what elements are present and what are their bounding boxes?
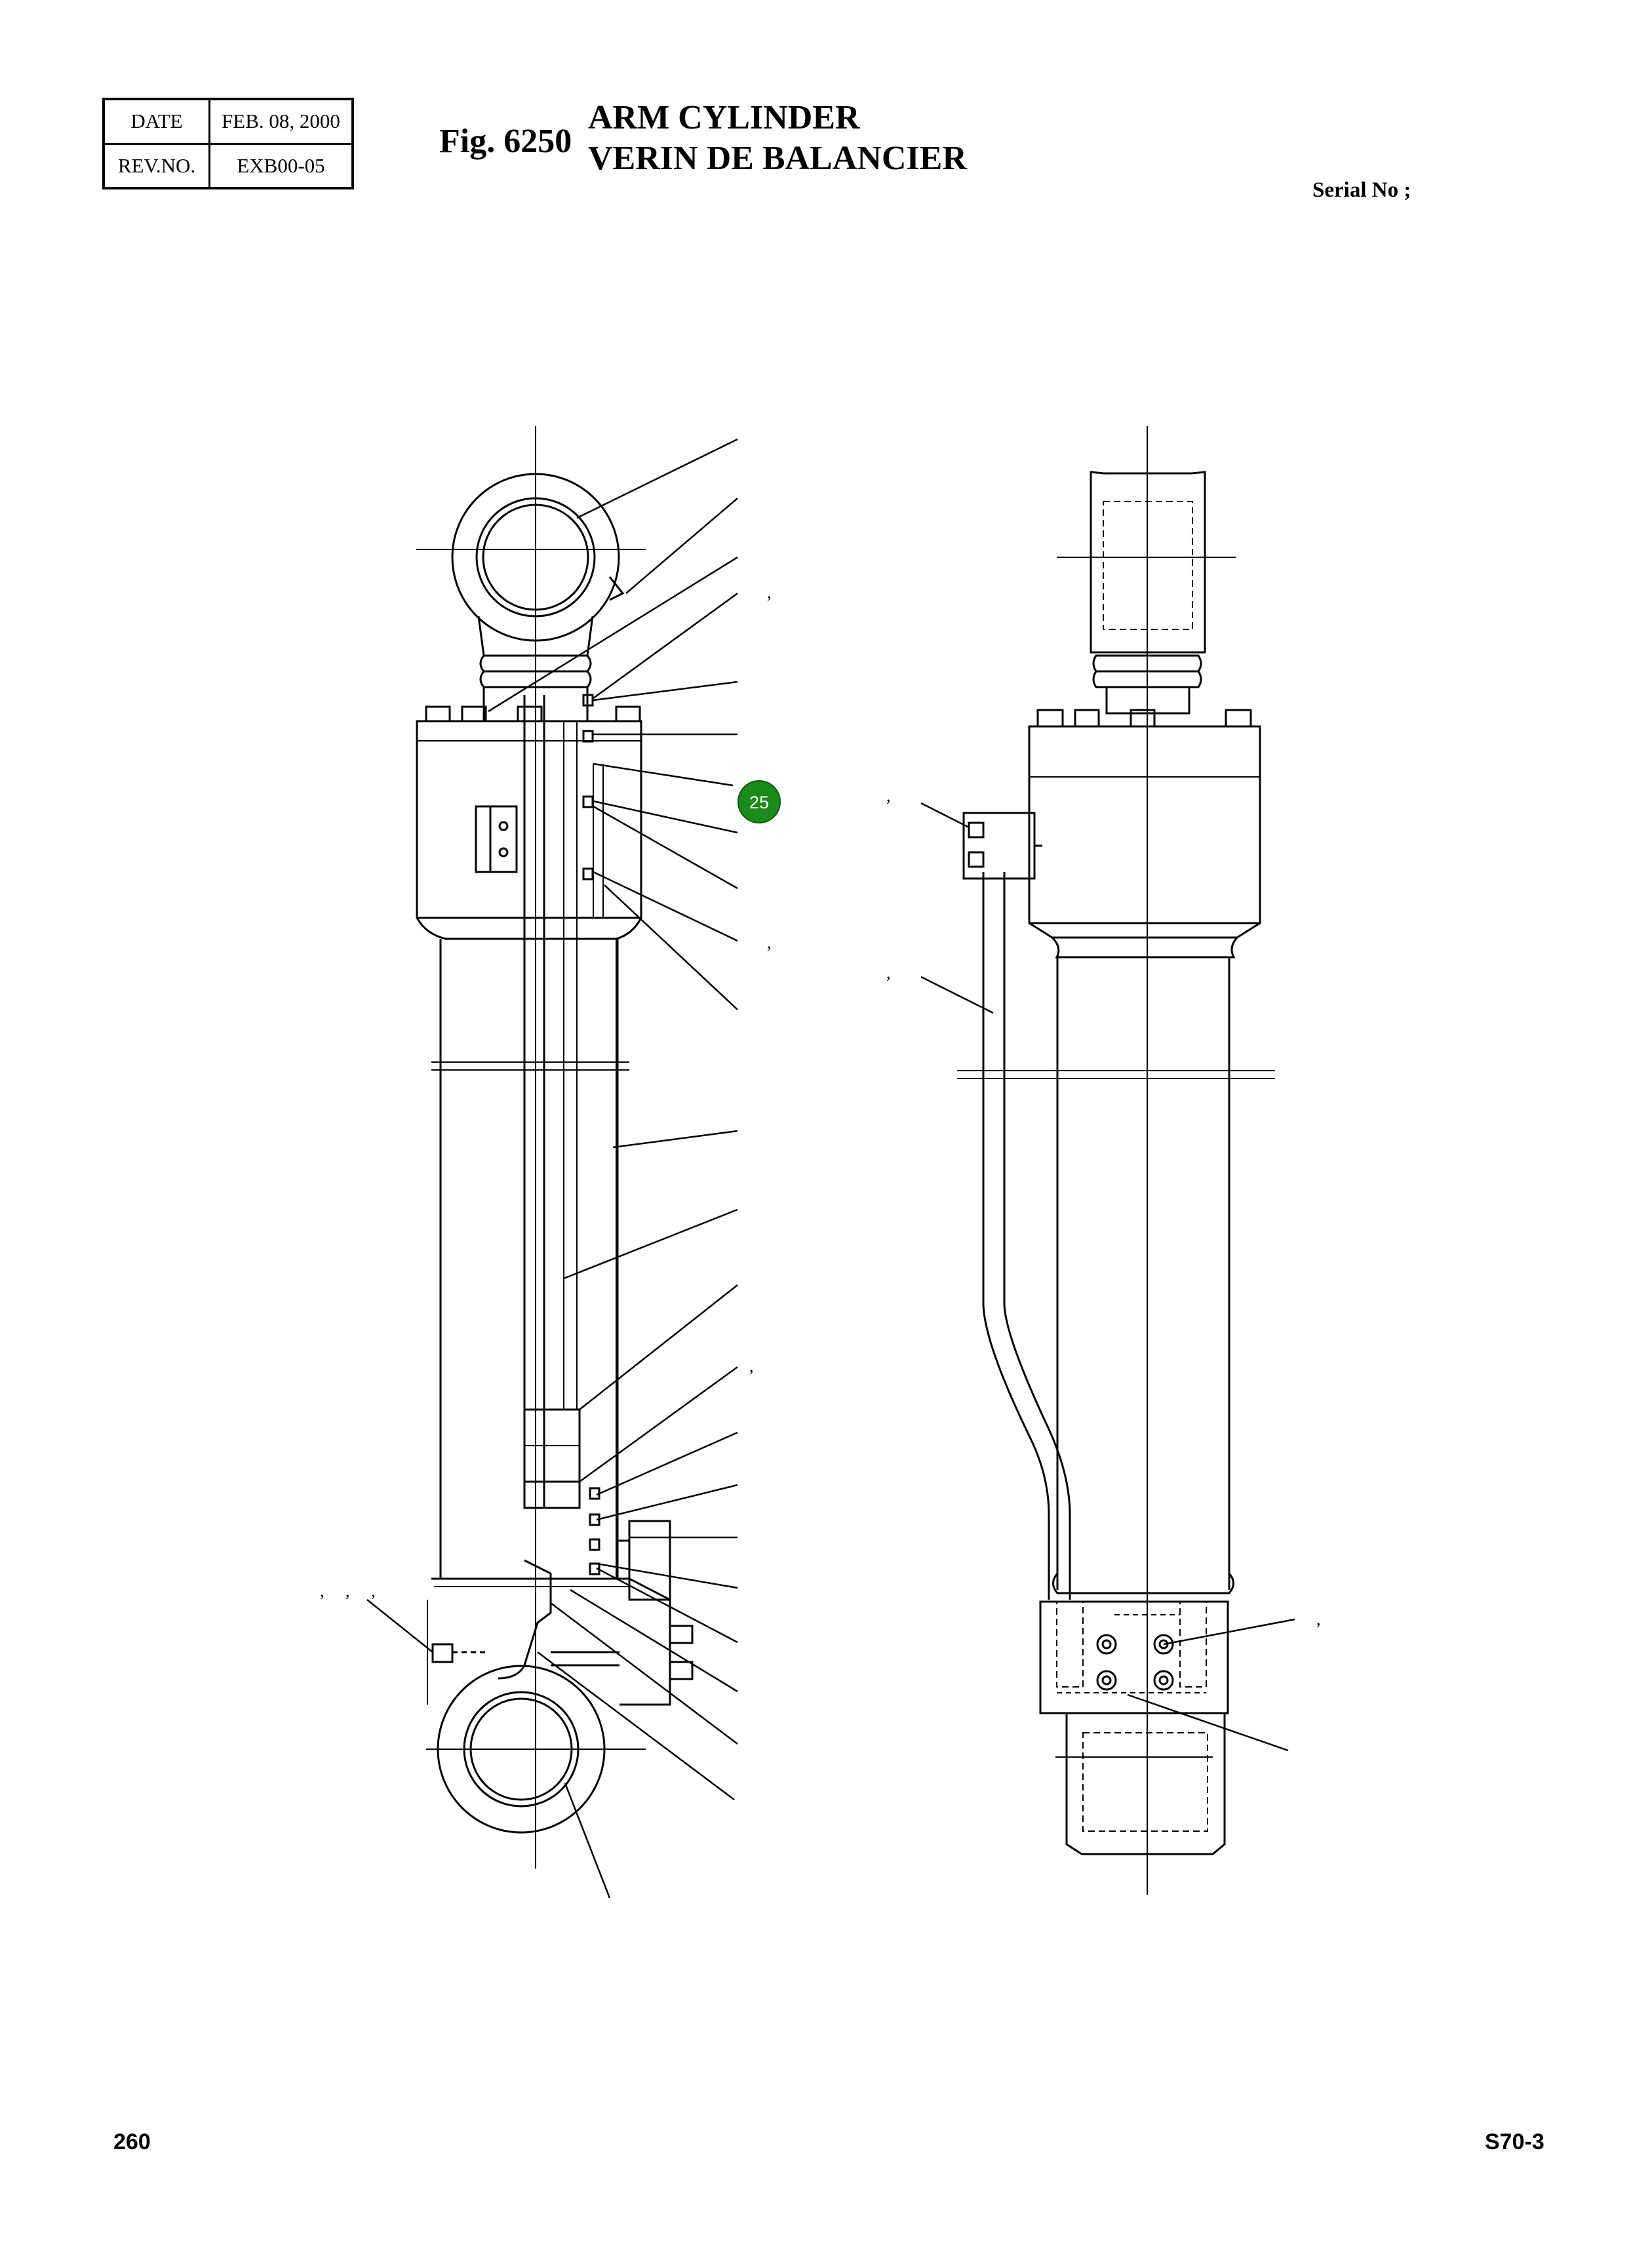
separator-comma: ,	[320, 1581, 324, 1600]
left-cylinder-view	[416, 426, 694, 1868]
page-number: 260	[113, 2129, 151, 2154]
serial-label: Serial No ;	[1312, 178, 1411, 202]
separator-comma: ,	[886, 786, 891, 805]
part-callout-25[interactable]: 25	[738, 780, 781, 823]
part-callout-number: 25	[749, 793, 769, 812]
leader-lines-left	[366, 438, 738, 1899]
info-table: DATE FEB. 08, 2000 REV.NO. EXB00-05	[102, 98, 354, 189]
date-label: DATE	[102, 98, 210, 145]
separator-comma: ,	[749, 1356, 754, 1375]
figure-number: Fig. 6250	[439, 123, 572, 160]
leader-separators: , , , , , , , , ,	[320, 583, 1321, 1629]
separator-comma: ,	[886, 963, 891, 982]
rev-label: REV.NO.	[102, 142, 210, 189]
separator-comma: ,	[345, 1581, 350, 1600]
title-french: VERIN DE BALANCIER	[588, 140, 967, 177]
separator-comma: ,	[371, 1581, 376, 1600]
leader-lines-right	[920, 802, 1295, 1752]
rev-value: EXB00-05	[208, 142, 354, 189]
right-cylinder-view	[957, 426, 1275, 1895]
model-code: S70-3	[1485, 2129, 1544, 2154]
separator-comma: ,	[767, 933, 772, 952]
separator-comma: ,	[767, 583, 772, 602]
date-value: FEB. 08, 2000	[208, 98, 354, 145]
separator-comma: ,	[1316, 1610, 1321, 1629]
title-english: ARM CYLINDER	[588, 99, 860, 136]
